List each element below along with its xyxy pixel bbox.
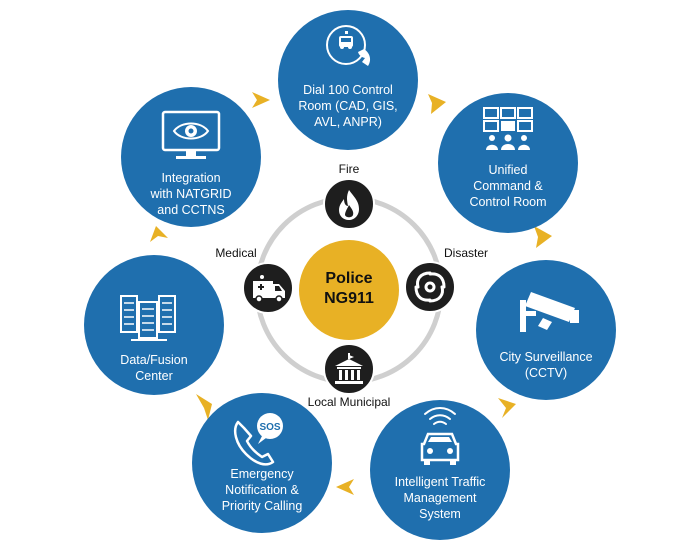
service-label-disaster: Disaster <box>444 246 488 260</box>
center-circle <box>299 240 399 340</box>
ambulance-icon <box>253 275 285 303</box>
node-emergency-notification-label-1: Emergency <box>230 467 294 481</box>
service-disaster: Disaster <box>404 246 488 313</box>
node-integration-label-3: and CCTNS <box>157 203 224 217</box>
svg-text:SOS: SOS <box>259 422 280 433</box>
node-unified-command: Unified Command & Control Room <box>438 93 578 233</box>
node-intelligent-traffic-circle <box>370 400 510 540</box>
node-unified-command-label-3: Control Room <box>469 195 546 209</box>
server-icon <box>120 295 176 341</box>
service-fire: Fire <box>323 162 375 230</box>
node-intelligent-traffic-label-2: Management <box>404 491 477 505</box>
node-city-surveillance-label-1: City Surveillance <box>499 350 592 364</box>
center-label-line-1: Police <box>325 270 372 287</box>
node-emergency-notification-label-2: Notification & <box>225 483 299 497</box>
cctv-camera-icon <box>520 292 579 332</box>
node-intelligent-traffic: Intelligent Traffic Management System <box>370 400 510 540</box>
eye-monitor-icon <box>161 110 221 159</box>
connected-car-icon <box>420 407 460 465</box>
node-emergency-notification-label-3: Priority Calling <box>222 499 303 513</box>
node-integration: Integration with NATGRID and CCTNS <box>121 87 261 227</box>
flow-arrows <box>150 92 552 495</box>
node-data-fusion-label-2: Center <box>135 369 173 383</box>
service-medical: Medical <box>215 246 294 314</box>
service-label-medical: Medical <box>215 246 256 260</box>
service-disaster-circle <box>404 261 456 313</box>
node-city-surveillance-label-2: (CCTV) <box>525 366 567 380</box>
node-city-surveillance-circle <box>476 260 616 400</box>
node-dial-100-label-2: Room (CAD, GIS, <box>298 99 397 113</box>
node-unified-command-circle <box>438 93 578 233</box>
node-city-surveillance: City Surveillance (CCTV) <box>476 260 616 400</box>
control-room-icon <box>483 107 533 150</box>
outer-nodes: Dial 100 Control Room (CAD, GIS, AVL, AN… <box>84 10 616 540</box>
node-intelligent-traffic-label-3: System <box>419 507 461 521</box>
node-emergency-notification: SOS Emergency Notification & Priority Ca… <box>192 393 332 533</box>
arrow-traffic-to-emergency <box>336 479 354 495</box>
arrow-dial100-to-unified <box>428 94 446 114</box>
node-integration-label-2: with NATGRID <box>149 187 231 201</box>
arrow-integration-to-dial100 <box>252 92 270 108</box>
node-unified-command-label-1: Unified <box>489 163 528 177</box>
node-data-fusion-label-1: Data/Fusion <box>120 353 187 367</box>
arrow-unified-to-surveillance <box>534 226 552 248</box>
node-dial-100: Dial 100 Control Room (CAD, GIS, AVL, AN… <box>278 10 418 150</box>
phone-car-icon <box>326 25 371 66</box>
node-integration-label-1: Integration <box>161 171 220 185</box>
service-local-municipal: Local Municipal <box>308 343 391 409</box>
node-dial-100-label-1: Dial 100 Control <box>303 83 393 97</box>
node-intelligent-traffic-label-1: Intelligent Traffic <box>395 475 486 489</box>
arrow-surveillance-to-traffic <box>498 398 516 418</box>
building-icon <box>335 353 363 384</box>
arrow-data-to-integration <box>150 226 168 242</box>
node-dial-100-circle <box>278 10 418 150</box>
service-label-fire: Fire <box>339 162 360 176</box>
sos-phone-icon: SOS <box>234 413 283 466</box>
services: Fire Disaster <box>215 162 488 409</box>
node-data-fusion: Data/Fusion Center <box>84 255 224 395</box>
node-unified-command-label-2: Command & <box>473 179 543 193</box>
center-label-line-2: NG911 <box>324 290 374 307</box>
hub: Police NG911 <box>254 195 444 385</box>
arrow-emergency-to-data <box>196 394 212 420</box>
hurricane-icon <box>414 271 446 303</box>
node-dial-100-label-3: AVL, ANPR) <box>314 115 382 129</box>
service-label-local-municipal: Local Municipal <box>308 395 391 409</box>
